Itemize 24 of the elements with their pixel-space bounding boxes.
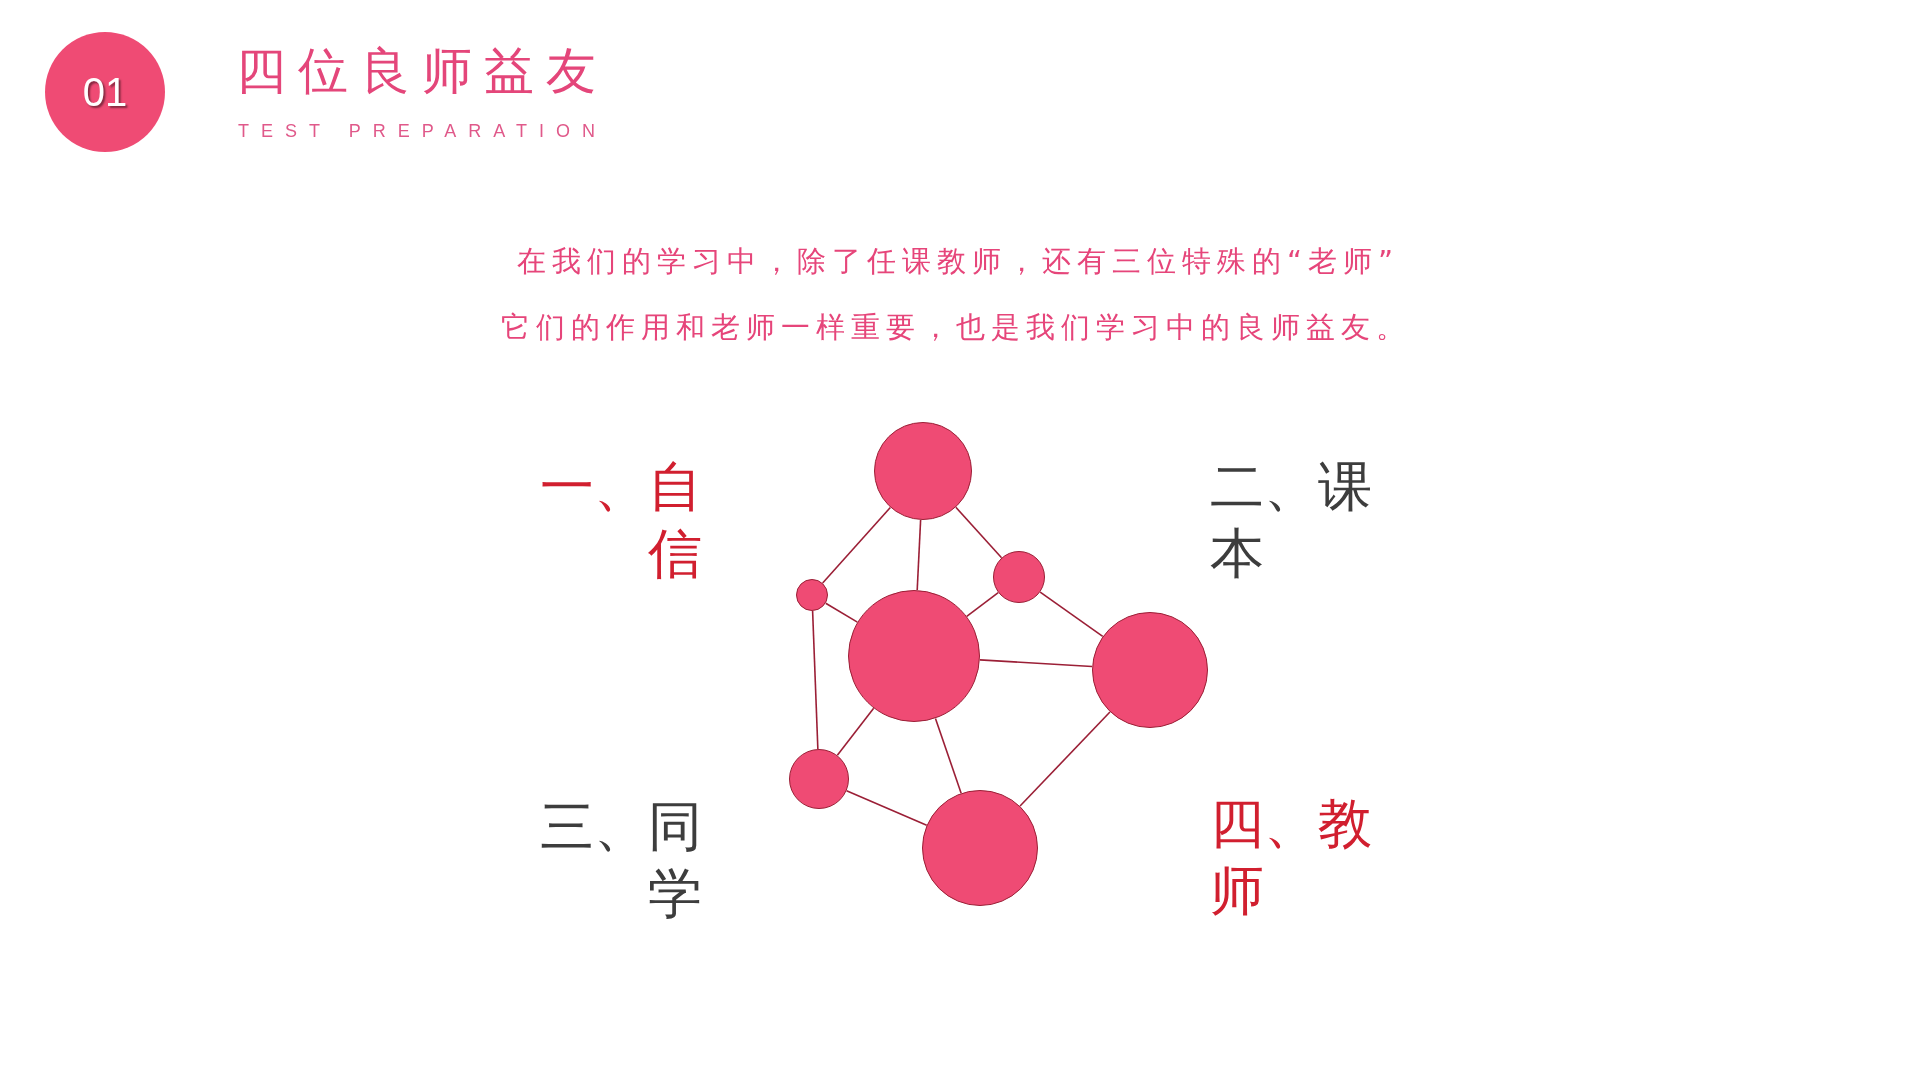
slide-title: 四位良师益友 (236, 41, 608, 102)
topic-label: 二、课本 (1210, 454, 1373, 587)
connector-line (965, 591, 999, 618)
connector-line (836, 707, 875, 757)
intro-text: 在我们的学习中，除了任课教师，还有三位特殊的“老师” (516, 243, 1400, 280)
connector-line (979, 659, 1093, 668)
connector-line (1039, 591, 1104, 638)
connector-line (824, 602, 859, 623)
network-circle (993, 551, 1045, 603)
topic-label: 一、自信 (539, 454, 702, 587)
network-circle (796, 579, 828, 611)
subtitle: TEST PREPARATION (238, 120, 608, 142)
connector-line (1019, 711, 1111, 807)
connector-line (811, 610, 819, 750)
section-number-circle: 01 (45, 32, 165, 152)
connector-line (955, 506, 1003, 559)
connector-line (934, 717, 962, 794)
connector-line (916, 519, 922, 591)
connector-line (821, 506, 892, 584)
topic-label: 四、教师 (1210, 791, 1373, 924)
network-circle (789, 749, 849, 809)
topic-label: 三、同学 (539, 794, 702, 927)
connector-line (845, 790, 928, 826)
intro-text: 它们的作用和老师一样重要，也是我们学习中的良师益友。 (501, 309, 1411, 346)
